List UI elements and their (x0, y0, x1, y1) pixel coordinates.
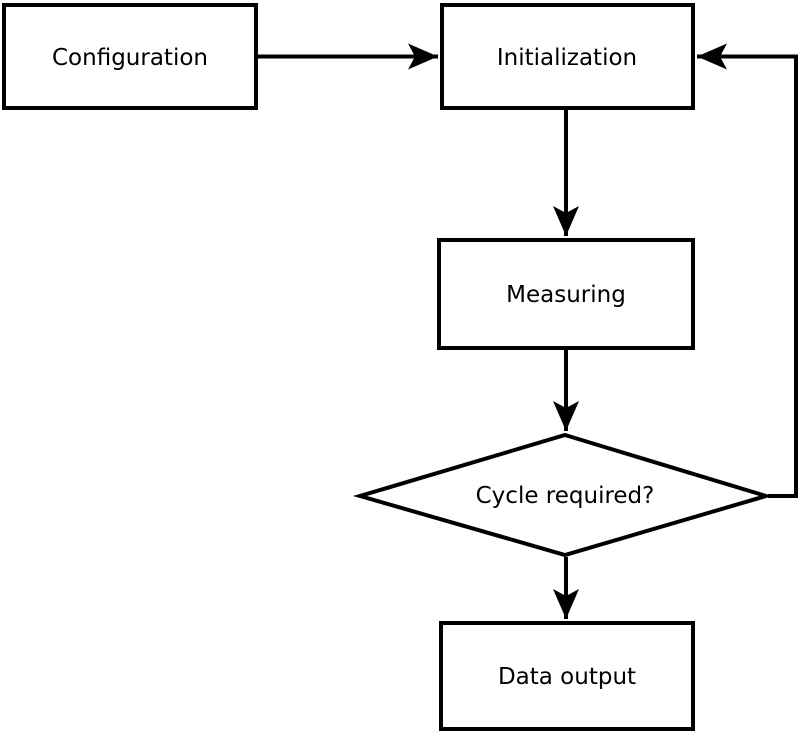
edge-layer (258, 43, 798, 619)
cycle-required-label: Cycle required? (476, 483, 655, 509)
node-layer (2, 3, 773, 731)
cycle-required-decision-node (352, 432, 773, 558)
label-layer: Configuration Initialization Measuring C… (52, 45, 654, 690)
configuration-label: Configuration (52, 45, 208, 71)
data-output-label: Data output (498, 664, 636, 690)
configuration-node (2, 3, 258, 110)
measuring-node (437, 238, 695, 350)
data-output-node (439, 621, 695, 731)
edge-cycle-required-loop-to-initialization (697, 43, 798, 498)
initialization-label: Initialization (497, 45, 637, 71)
measuring-label: Measuring (506, 282, 626, 308)
initialization-node (440, 3, 695, 110)
